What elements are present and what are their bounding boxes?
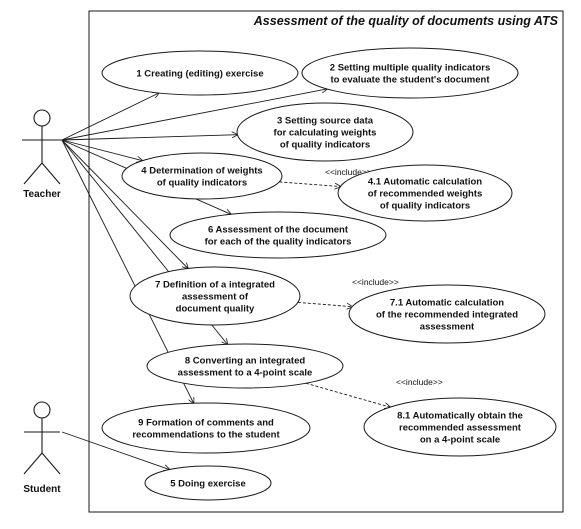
actor-right-leg — [41, 162, 61, 185]
use-case-label-line: 2 Setting multiple quality indicators — [330, 63, 490, 74]
use-case-label-line: 8.1 Automatically obtain the — [397, 411, 523, 422]
use-case-label-line: 7 Definition of a integrated — [155, 280, 275, 291]
use-case-ellipse — [301, 47, 519, 99]
use-case-label-line: assessment — [420, 322, 475, 333]
use-case-layer: 1 Creating (editing) exercise 2 Setting m… — [101, 47, 557, 501]
use-case-ellipse — [236, 102, 414, 162]
use-case-label-line: 4.1 Automatic calculation — [368, 177, 482, 188]
use-case-label-line: 6 Assessment of the document — [208, 225, 349, 236]
include-label: <<include>> — [396, 377, 443, 387]
association-teacher-uc4 — [61, 139, 142, 161]
use-case-label-line: assessment to a 4-point scale — [178, 368, 313, 379]
use-case-uc81[interactable]: 8.1 Automatically obtain therecommended … — [363, 397, 557, 457]
use-case-label-line: of quality indicators — [380, 201, 470, 212]
use-case-label-line: 9 Formation of comments and — [138, 418, 274, 429]
use-case-label-line: of quality indicators — [157, 178, 247, 189]
use-case-label-line: on a 4-point scale — [420, 435, 500, 446]
use-case-label-line: document quality — [176, 304, 255, 315]
use-case-label-line: recommended assessment — [399, 423, 522, 434]
actor-teacher[interactable]: Teacher — [22, 109, 62, 200]
use-case-ellipse — [121, 152, 283, 200]
use-case-ellipse — [363, 397, 557, 457]
use-case-label-line: 7.1 Automatic calculation — [390, 298, 504, 309]
use-case-label-line: recommendations to the student — [132, 430, 280, 441]
use-case-ellipse — [169, 211, 387, 259]
actor-student[interactable]: Student — [23, 401, 61, 495]
use-case-ellipse — [337, 164, 513, 222]
use-case-ellipse — [101, 402, 311, 454]
use-case-uc1[interactable]: 1 Creating (editing) exercise — [101, 50, 299, 96]
use-case-label-line: 3 Setting source data — [277, 116, 374, 127]
actor-label-teacher: Teacher — [23, 189, 61, 200]
use-case-label-line: of recommended weights — [368, 189, 483, 200]
actor-left-leg — [23, 452, 43, 475]
use-case-label-line: of quality indicators — [280, 140, 370, 151]
use-case-label-line: assessment of — [182, 292, 249, 303]
use-case-ellipse — [101, 50, 299, 96]
association-teacher-uc7 — [61, 139, 188, 268]
use-case-label-line: 4 Determination of weights — [141, 166, 262, 177]
actor-left-leg — [23, 162, 43, 185]
use-case-ellipse — [129, 266, 301, 326]
use-case-ellipse — [146, 343, 344, 389]
use-case-label-line: for calculating weights — [274, 128, 377, 139]
include-arrow-uc4-uc41 — [279, 181, 340, 187]
include-label: <<include>> — [325, 167, 372, 177]
use-case-ellipse — [144, 465, 272, 501]
actor-right-leg — [41, 452, 61, 475]
use-case-label-line: 8 Converting an integrated — [185, 356, 306, 367]
system-title: Assessment of the quality of documents u… — [253, 14, 559, 28]
use-case-label-line: of the recommended integrated — [376, 310, 518, 321]
use-case-label-line: 1 Creating (editing) exercise — [136, 69, 263, 80]
association-teacher-uc2 — [61, 89, 327, 141]
include-label: <<include>> — [352, 277, 399, 287]
use-case-ellipse — [348, 284, 546, 344]
association-teacher-uc3 — [61, 135, 237, 141]
use-case-uc9[interactable]: 9 Formation of comments andrecommendatio… — [101, 402, 311, 454]
association-teacher-uc1 — [61, 93, 159, 141]
actor-head-icon — [33, 109, 51, 127]
actor-label-student: Student — [23, 484, 61, 495]
use-case-uc5[interactable]: 5 Doing exercise — [144, 465, 272, 501]
association-student-uc5 — [61, 431, 169, 470]
include-arrow-uc8-uc81 — [305, 382, 390, 407]
use-case-label-line: 5 Doing exercise — [170, 479, 246, 490]
use-case-label-line: for each of the quality indicators — [205, 237, 352, 248]
include-arrow-uc7-uc71 — [297, 301, 352, 306]
use-case-uc2[interactable]: 2 Setting multiple quality indicatorsto … — [301, 47, 519, 99]
use-case-label-line: to evaluate the student's document — [330, 75, 490, 86]
actor-head-icon — [33, 401, 51, 419]
